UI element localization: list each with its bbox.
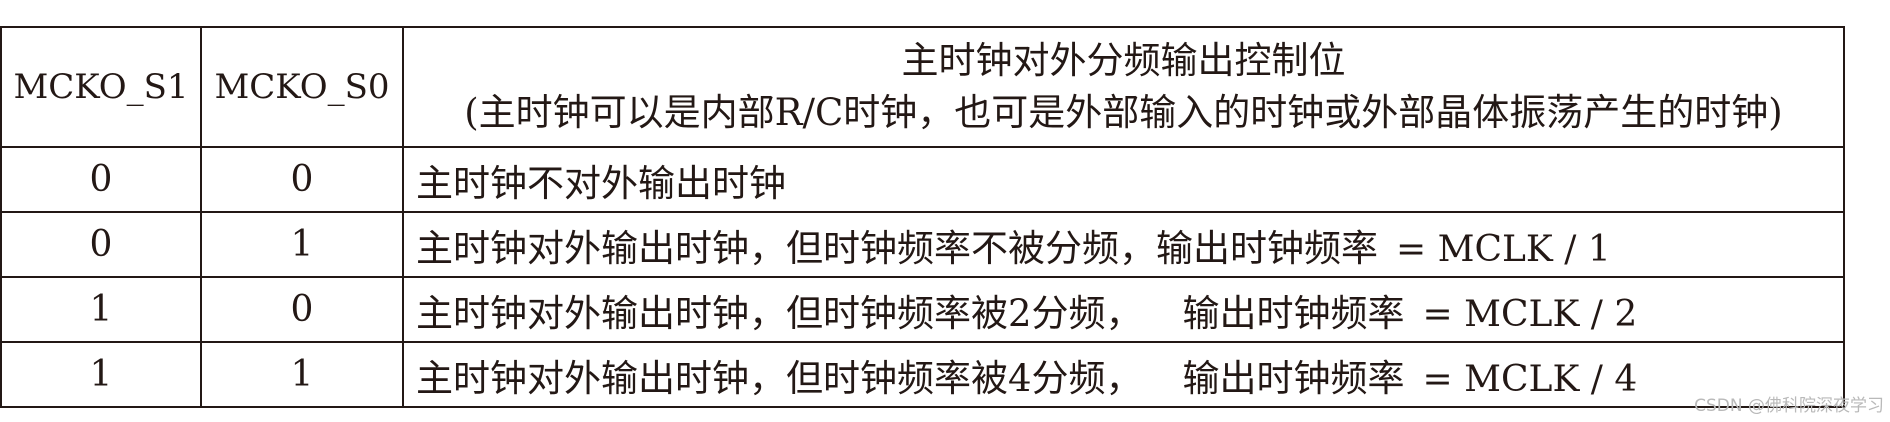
description-text: 主时钟对外输出时钟，但时钟频率被4分频， [416, 356, 1143, 400]
cell-s0: 0 [200, 146, 404, 213]
table-row: 1 1 主时钟对外输出时钟，但时钟频率被4分频， 输出时钟频率 = MCLK / 4 [0, 341, 1845, 408]
header-subtitle: (主时钟可以是内部R/C时钟，也可是外部输入的时钟或外部晶体振荡产生的时钟) [464, 91, 1783, 134]
cell-description: 主时钟对外输出时钟，但时钟频率被2分频， 输出时钟频率 = MCLK / 2 [402, 276, 1845, 343]
cell-description: 主时钟对外输出时钟，但时钟频率被4分频， 输出时钟频率 = MCLK / 4 [402, 341, 1845, 408]
csdn-watermark: CSDN @佛科院深夜学习 [1694, 396, 1884, 416]
rate-formula: = MCLK / 2 [1422, 293, 1638, 335]
header-mcko-s1: MCKO_S1 [0, 26, 202, 148]
description-text: 主时钟对外输出时钟，但时钟频率被2分频， [416, 291, 1143, 335]
cell-s0: 0 [200, 276, 404, 343]
cell-s1: 1 [0, 341, 202, 408]
header-description: 主时钟对外分频输出控制位 (主时钟可以是内部R/C时钟，也可是外部输入的时钟或外… [402, 26, 1845, 148]
header-mcko-s0: MCKO_S0 [200, 26, 404, 148]
cell-description: 主时钟不对外输出时钟 [402, 146, 1845, 213]
cell-s1: 1 [0, 276, 202, 343]
table-row: 1 0 主时钟对外输出时钟，但时钟频率被2分频， 输出时钟频率 = MCLK / 2 [0, 276, 1845, 343]
description-text: 主时钟不对外输出时钟 [416, 161, 786, 205]
rate-label: 输出时钟频率 [1182, 291, 1405, 335]
cell-s1: 0 [0, 146, 202, 213]
rate-label: 输出时钟频率 [1182, 356, 1405, 400]
cell-s0: 1 [200, 211, 404, 278]
table-header-row: MCKO_S1 MCKO_S0 主时钟对外分频输出控制位 (主时钟可以是内部R/… [0, 26, 1845, 148]
cell-s1: 0 [0, 211, 202, 278]
header-title: 主时钟对外分频输出控制位 [901, 39, 1346, 82]
table-row: 0 1 主时钟对外输出时钟，但时钟频率不被分频，输出时钟频率 = MCLK / 1 [0, 211, 1845, 278]
rate-formula: = MCLK / 4 [1422, 358, 1638, 400]
cell-s0: 1 [200, 341, 404, 408]
description-text: 主时钟对外输出时钟，但时钟频率不被分频，输出时钟频率 [416, 226, 1378, 270]
cell-description: 主时钟对外输出时钟，但时钟频率不被分频，输出时钟频率 = MCLK / 1 [402, 211, 1845, 278]
rate-formula: = MCLK / 1 [1396, 228, 1611, 270]
table-row: 0 0 主时钟不对外输出时钟 [0, 146, 1845, 213]
clock-output-control-table: MCKO_S1 MCKO_S0 主时钟对外分频输出控制位 (主时钟可以是内部R/… [0, 26, 1845, 408]
